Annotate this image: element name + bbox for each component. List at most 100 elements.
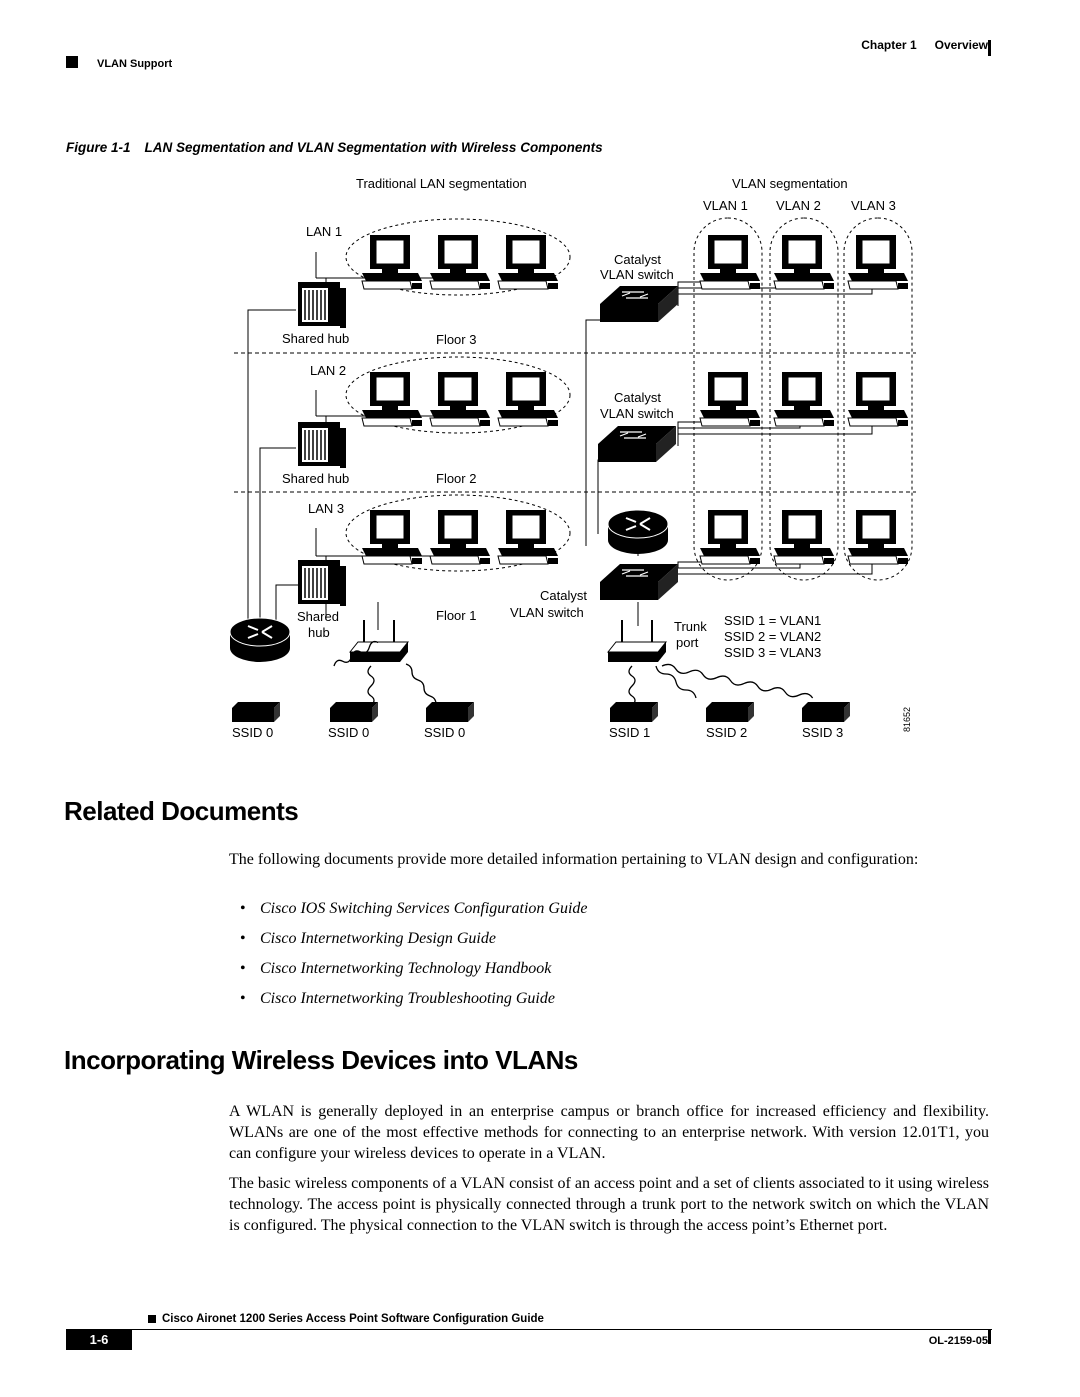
list-item: Cisco Internetworking Design Guide [240,930,588,960]
label-lan1: LAN 1 [306,224,342,239]
wireless-client-card-icon [802,702,850,722]
label-ssid1: SSID 1 [609,725,650,740]
router-icon [229,617,291,663]
label-catalyst: Catalyst [614,252,661,267]
shared-hub-icon [297,421,347,469]
traditional-cabling [247,252,457,630]
vlan-segmentation-diagram: Traditional LAN segmentation VLAN segmen… [229,176,916,740]
shared-hub-icon [297,559,347,607]
header-square [66,56,78,68]
page-header-right: Chapter 1 Overview [843,38,988,52]
lan-group-oval [345,494,571,572]
label-trunk: Trunk [674,619,707,634]
label-vlan-switch: VLAN switch [600,267,674,282]
label-lan3: LAN 3 [308,501,344,516]
running-title: VLAN Support [97,58,173,70]
label-floor3: Floor 3 [436,332,476,347]
workstation-icon [497,509,559,565]
chapter-label: Chapter 1 [861,38,917,52]
figure-title: LAN Segmentation and VLAN Segmentation w… [144,140,603,155]
label-ssid-map-1: SSID 1 = VLAN1 [724,613,821,628]
lan-group-oval [345,218,571,296]
label-floor1: Floor 1 [436,608,476,623]
list-item: Cisco Internetworking Technology Handboo… [240,960,588,990]
access-point-icon [607,619,667,663]
workstation-icon [699,509,761,565]
workstation-icon [847,509,909,565]
workstation-icon [773,509,835,565]
workstation-icon [773,234,835,290]
list-item: Cisco IOS Switching Services Configurati… [240,900,588,930]
document-number: OL-2159-05 [928,1335,988,1347]
header-bar [988,40,991,56]
label-ssid0: SSID 0 [328,725,369,740]
workstation-icon [847,371,909,427]
workstation-icon [361,234,423,290]
label-shared: Shared [297,609,339,624]
catalyst-switch-icon [599,563,679,601]
list-item: Cisco Internetworking Troubleshooting Gu… [240,990,588,1020]
footer-rule [66,1329,992,1330]
related-intro: The following documents provide more det… [229,851,919,868]
label-vlan-switch: VLAN switch [510,605,584,620]
wireless-client-card-icon [330,702,378,722]
label-vlan-segmentation: VLAN segmentation [732,176,848,191]
lan-group-oval [345,356,571,434]
label-shared-hub: Shared hub [282,471,349,486]
wireless-client-card-icon [232,702,280,722]
workstation-icon [497,371,559,427]
catalyst-switch-icon [599,285,679,323]
workstation-icon [429,234,491,290]
figure-id: 81652 [902,707,912,732]
workstation-icon [773,371,835,427]
shared-hub-icon [297,281,347,329]
router-icon [607,509,669,555]
label-catalyst: Catalyst [540,588,587,603]
section-heading-related: Related Documents [64,796,299,826]
wireless-paragraph-2: The basic wireless components of a VLAN … [229,1175,989,1234]
page-number: 1-6 [66,1330,132,1350]
wireless-paragraph-1: A WLAN is generally deployed in an enter… [229,1103,989,1162]
workstation-icon [699,234,761,290]
label-floor2: Floor 2 [436,471,476,486]
label-vlan1: VLAN 1 [703,198,748,213]
workstation-icon [361,371,423,427]
wireless-client-card-icon [706,702,754,722]
label-ssid-map-2: SSID 2 = VLAN2 [724,629,821,644]
workstation-icon [429,509,491,565]
footer-guide-title: Cisco Aironet 1200 Series Access Point S… [162,1313,544,1325]
workstation-icon [847,234,909,290]
figure-caption: Figure 1-1 LAN Segmentation and VLAN Segm… [66,140,603,155]
label-ssid-map-3: SSID 3 = VLAN3 [724,645,821,660]
vlan-group-oval [769,217,839,581]
label-lan2: LAN 2 [310,363,346,378]
workstation-icon [699,371,761,427]
workstation-icon [361,509,423,565]
label-vlan-switch: VLAN switch [600,406,674,421]
figure-number: Figure 1-1 [66,140,131,155]
wireless-client-card-icon [610,702,658,722]
related-doc-list: Cisco IOS Switching Services Configurati… [240,900,588,1020]
vlan-group-oval [693,217,763,581]
radio-link-waves [333,640,814,717]
chapter-title: Overview [934,38,988,52]
label-catalyst: Catalyst [614,390,661,405]
label-vlan3: VLAN 3 [851,198,896,213]
label-shared-hub: Shared hub [282,331,349,346]
label-vlan2: VLAN 2 [776,198,821,213]
label-ssid0: SSID 0 [424,725,465,740]
label-traditional: Traditional LAN segmentation [356,176,527,191]
footer-square [148,1315,156,1323]
label-port: port [676,635,699,650]
vlan-group-oval [843,217,913,581]
workstation-icon [497,234,559,290]
catalyst-switch-icon [597,425,677,463]
label-ssid0: SSID 0 [232,725,273,740]
section-heading-wireless: Incorporating Wireless Devices into VLAN… [64,1045,578,1075]
access-point-icon [349,619,409,663]
footer-bar [988,1330,991,1344]
workstation-icon [429,371,491,427]
label-hub: hub [308,625,330,640]
wireless-client-card-icon [426,702,474,722]
label-ssid2: SSID 2 [706,725,747,740]
